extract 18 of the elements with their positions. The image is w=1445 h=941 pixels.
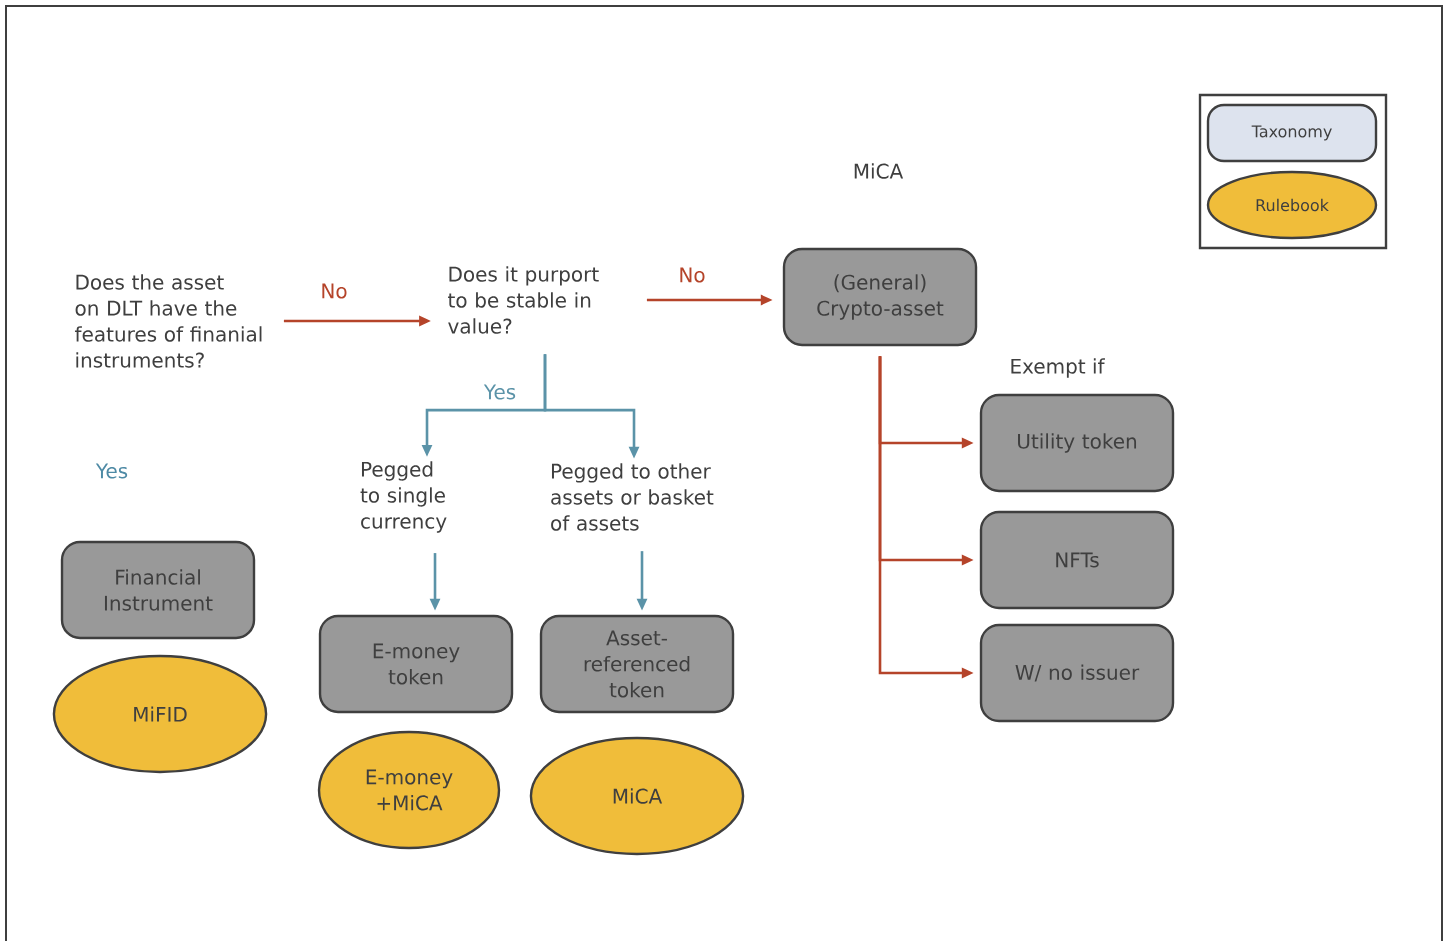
label-text: MiCA xyxy=(854,163,904,179)
taxonomy-box: Utility token xyxy=(979,393,1175,493)
edge-label: No xyxy=(676,265,708,285)
question-text: Does the asset on DLT have the features of finanial instruments? xyxy=(75,274,262,368)
label-text: Exempt if xyxy=(1011,358,1105,378)
question-text: Pegged to other assets or basket of assets xyxy=(551,463,714,531)
edge-label: Yes xyxy=(481,382,519,402)
question-text: Does it purport to be stable in value? xyxy=(448,266,599,334)
taxonomy-box: NFTs xyxy=(979,510,1175,610)
question-text: Pegged to single currency xyxy=(360,461,447,533)
legend-box: Taxonomy xyxy=(1206,103,1378,163)
taxonomy-box: Asset-referenced token xyxy=(539,614,735,714)
edge-label: No xyxy=(318,281,350,301)
taxonomy-box: Financial Instrument xyxy=(60,540,256,640)
taxonomy-box: E-money token xyxy=(318,614,514,714)
label-text: Yes xyxy=(95,463,128,479)
taxonomy-box: (General) Crypto-asset xyxy=(782,247,978,347)
taxonomy-box: W/ no issuer xyxy=(979,623,1175,723)
